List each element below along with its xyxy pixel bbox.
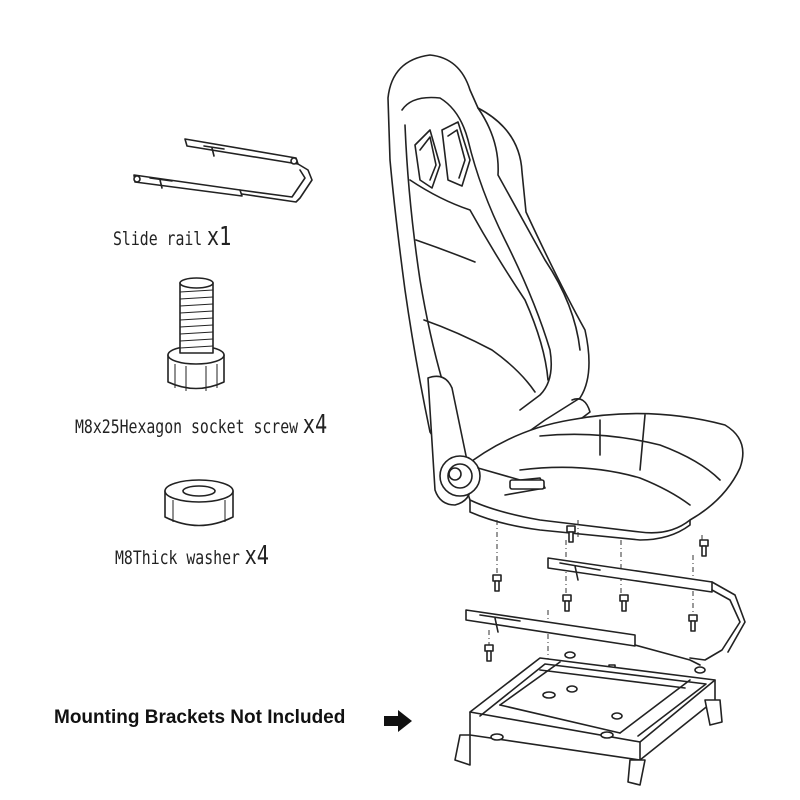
arrow-right-icon [384,710,412,732]
thick-washer-icon [164,479,234,527]
part-name: Slide rail [113,228,203,250]
part-quantity: x1 [206,222,232,252]
hex-socket-screw-icon [167,277,225,391]
mounting-brackets-note: Mounting Brackets Not Included [54,707,346,728]
mounting-bracket-frame [454,651,723,786]
part-quantity: x4 [244,541,270,571]
racing-seat-illustration [387,54,744,541]
part-name: M8Thick washer [115,547,240,569]
slide-rail-icon [133,138,313,203]
part-quantity: x4 [302,410,328,440]
part-name: M8x25Hexagon socket screw [75,416,299,438]
assembled-slide-rails [465,557,746,666]
